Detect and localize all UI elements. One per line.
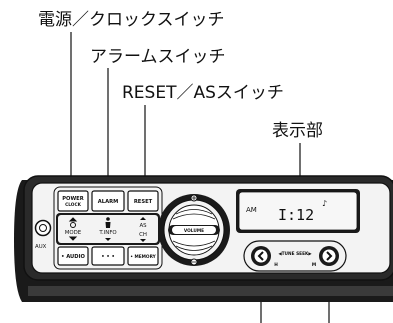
volume-plus-icon (190, 194, 198, 202)
audio-button-label: • AUDIO (61, 254, 85, 260)
callout-reset-as-switch: RESET／ASスイッチ (122, 83, 284, 103)
lcd-display: AM I:12 ♪ (236, 189, 360, 233)
tune-seek-frame (243, 240, 347, 272)
reset-button[interactable]: RESET (127, 190, 159, 212)
lcd-alarm-icon: ♪ (322, 199, 327, 208)
m-label: M (312, 262, 316, 268)
aux-label-text: AUX (35, 244, 47, 250)
up-down-arrow-icon (140, 217, 146, 220)
ch-down-arrow-icon (140, 239, 146, 242)
volume-label-plate (172, 226, 216, 234)
left-chevron-button-icon[interactable] (251, 246, 271, 266)
h-label: H (274, 262, 278, 268)
audio-button[interactable]: • AUDIO (57, 246, 89, 266)
power-clock-button[interactable]: POWER CLOCK (57, 190, 89, 212)
clock-button-label: CLOCK (65, 202, 82, 208)
volume-minus-icon (190, 258, 198, 266)
tinfo-down-arrow-icon (105, 238, 111, 241)
lcd-time: I:12 (278, 206, 314, 224)
volume-knob-icon[interactable]: VOLUME (158, 194, 230, 266)
callout-display: 表示部 (272, 121, 323, 141)
as-label: AS (139, 223, 147, 229)
updown-arrow-icon (68, 217, 78, 241)
dots-button[interactable]: • • • (91, 246, 125, 266)
alarm-button-label: ALARM (98, 199, 119, 205)
middle-control-face (58, 215, 158, 243)
lcd-band: AM (246, 206, 257, 214)
memory-button[interactable]: • MEMORY (127, 246, 159, 266)
right-chevron-button-icon[interactable] (319, 246, 339, 266)
reset-button-label: RESET (134, 199, 153, 205)
callout-alarm-switch: アラームスイッチ (90, 47, 226, 67)
dots-button-label: • • • (101, 254, 115, 260)
tinfo-control[interactable]: T.INFO (98, 217, 117, 241)
person-icon (105, 217, 111, 228)
aux-jack-icon[interactable] (34, 219, 52, 237)
power-button-label: POWER (62, 196, 83, 202)
ch-label: CH (139, 232, 147, 238)
memory-button-label: • MEMORY (130, 254, 156, 260)
alarm-button[interactable]: ALARM (91, 190, 125, 212)
knob-grip-lines (172, 209, 216, 251)
volume-label: VOLUME (184, 228, 204, 234)
tinfo-label: T.INFO (98, 230, 116, 236)
mode-control[interactable]: MODE (65, 217, 82, 241)
tune-seek-label: ◀TUNE SEEK▶ (278, 251, 312, 257)
mode-label: MODE (65, 230, 82, 236)
panel-bottom-recess (28, 286, 393, 296)
callout-power-clock-switch: 電源／クロックスイッチ (38, 10, 225, 30)
as-ch-control[interactable]: AS CH (139, 217, 147, 242)
